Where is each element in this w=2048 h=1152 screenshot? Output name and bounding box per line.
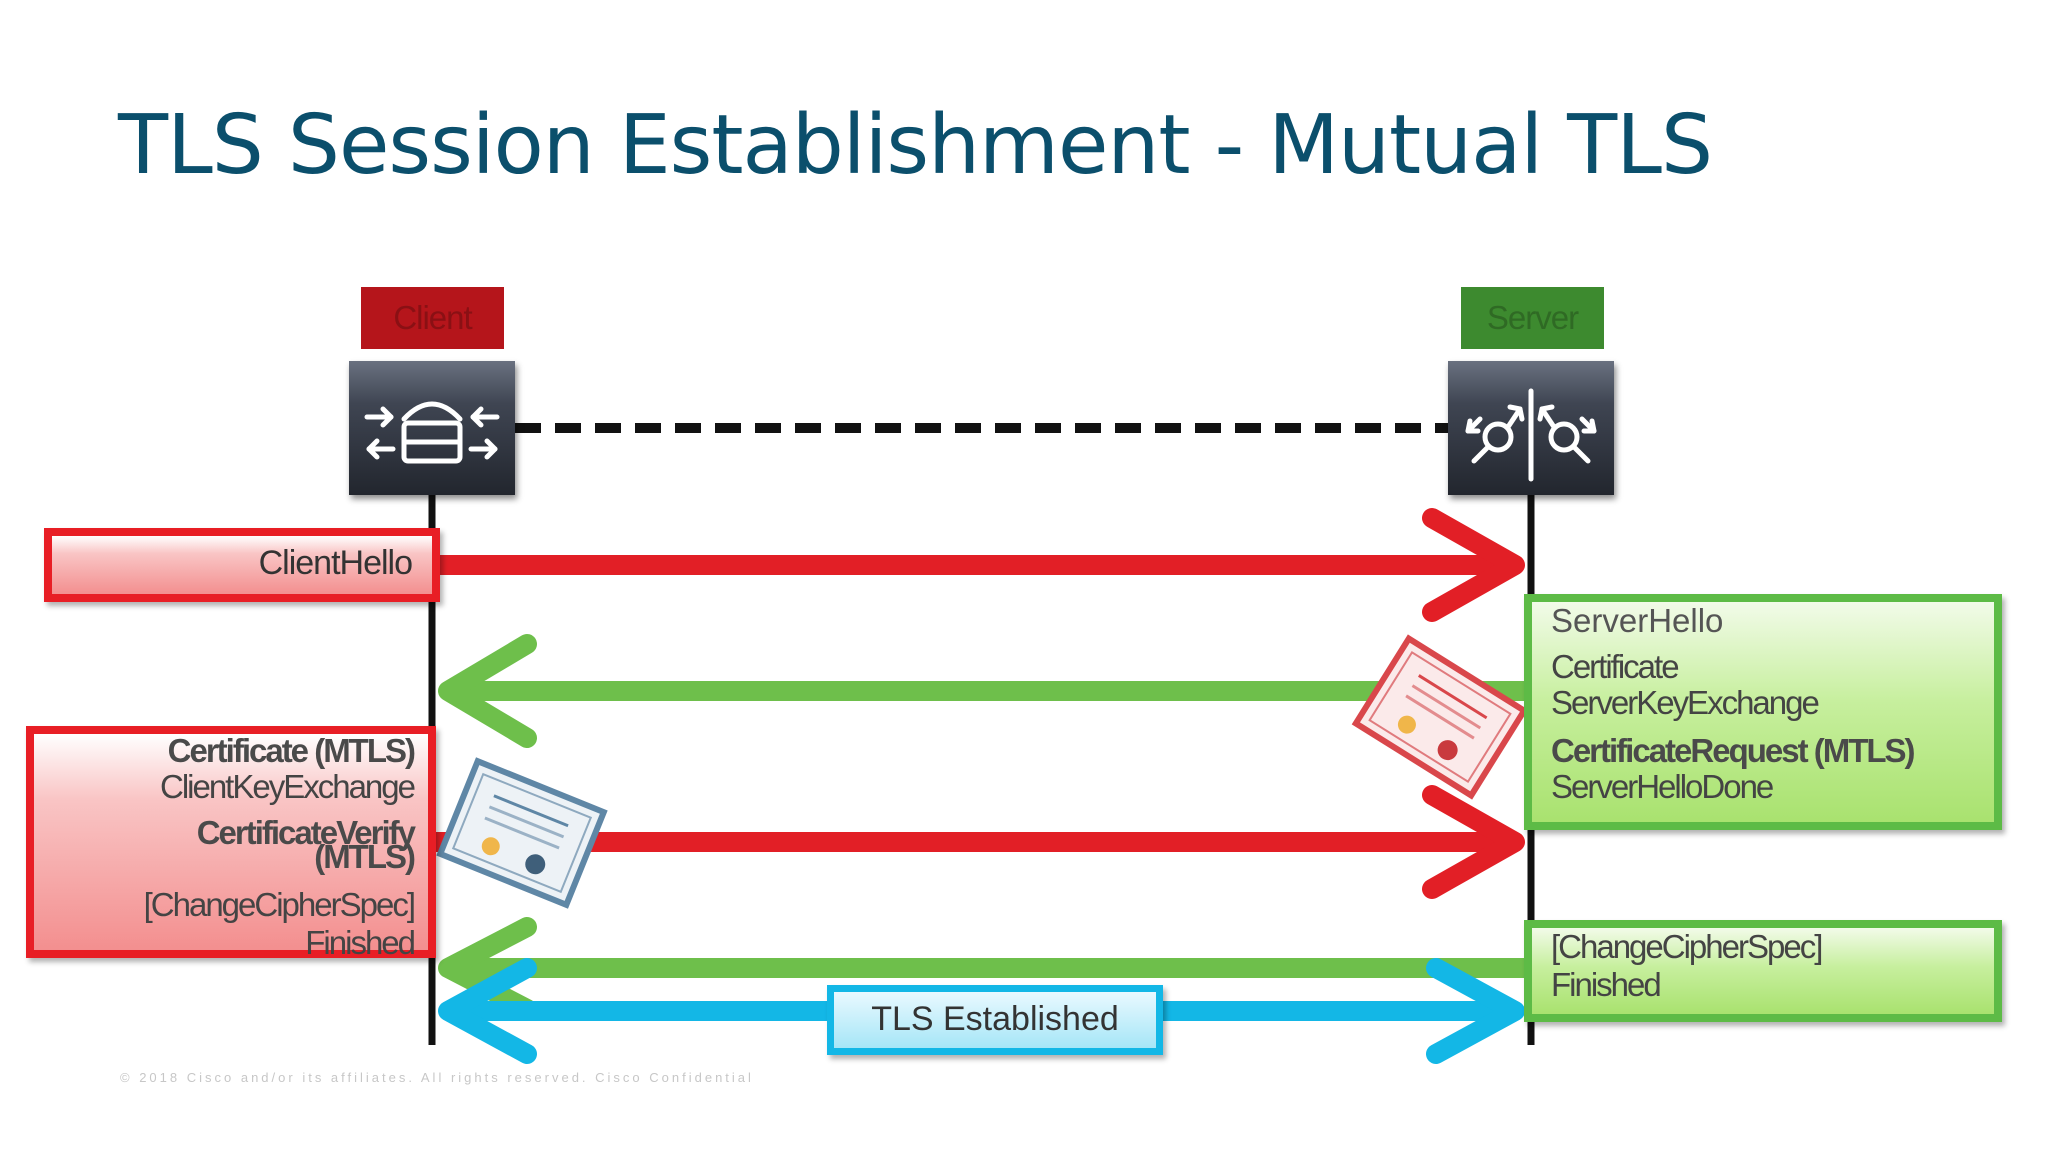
certificate-verify-mtls-label: (MTLS) <box>314 838 416 875</box>
server-finished-label: Finished <box>1551 966 1662 1003</box>
server-finished-arrow <box>438 917 1531 1019</box>
server-hello-box <box>1524 594 2002 830</box>
server-certificate-icon <box>1351 634 1529 800</box>
client-certificate-icon <box>436 757 608 909</box>
client-finished-label: Finished <box>305 924 416 961</box>
client-certificate-box <box>26 726 436 958</box>
server-finished-box <box>1524 920 2002 1022</box>
copyright-footer: © 2018 Cisco and/or its affiliates. All … <box>120 1070 754 1085</box>
server-hello-arrow <box>438 634 1531 748</box>
server-hello-done-label: ServerHelloDone <box>1551 768 1774 805</box>
client-certificate-arrow <box>432 785 1525 899</box>
server-hello-label: ServerHello <box>1551 602 1724 639</box>
server-certificate-label: Certificate <box>1551 648 1680 685</box>
client-hello-box <box>44 528 440 602</box>
client-phone-device-icon <box>349 361 515 495</box>
server-router-device-icon <box>1448 361 1614 495</box>
client-change-cipher-label: [ChangeCipherSpec] <box>143 886 416 923</box>
page-title: TLS Session Establishment - Mutual TLS <box>118 98 1713 193</box>
client-hello-label: ClientHello <box>258 544 413 582</box>
tls-established-box <box>827 985 1163 1055</box>
client-certificate-label: Certificate (MTLS) <box>167 732 416 769</box>
certificate-request-label: CertificateRequest (MTLS) <box>1551 732 1916 769</box>
client-hello-arrow <box>432 508 1525 622</box>
server-tag: Server <box>1461 287 1604 349</box>
client-tag: Client <box>361 287 504 349</box>
tls-established-label: TLS Established <box>871 1000 1119 1038</box>
server-key-exchange-label: ServerKeyExchange <box>1551 684 1820 721</box>
server-change-cipher-label: [ChangeCipherSpec] <box>1551 928 1823 965</box>
certificate-verify-label: CertificateVerify <box>196 814 416 851</box>
client-key-exchange-label: ClientKeyExchange <box>159 768 416 805</box>
